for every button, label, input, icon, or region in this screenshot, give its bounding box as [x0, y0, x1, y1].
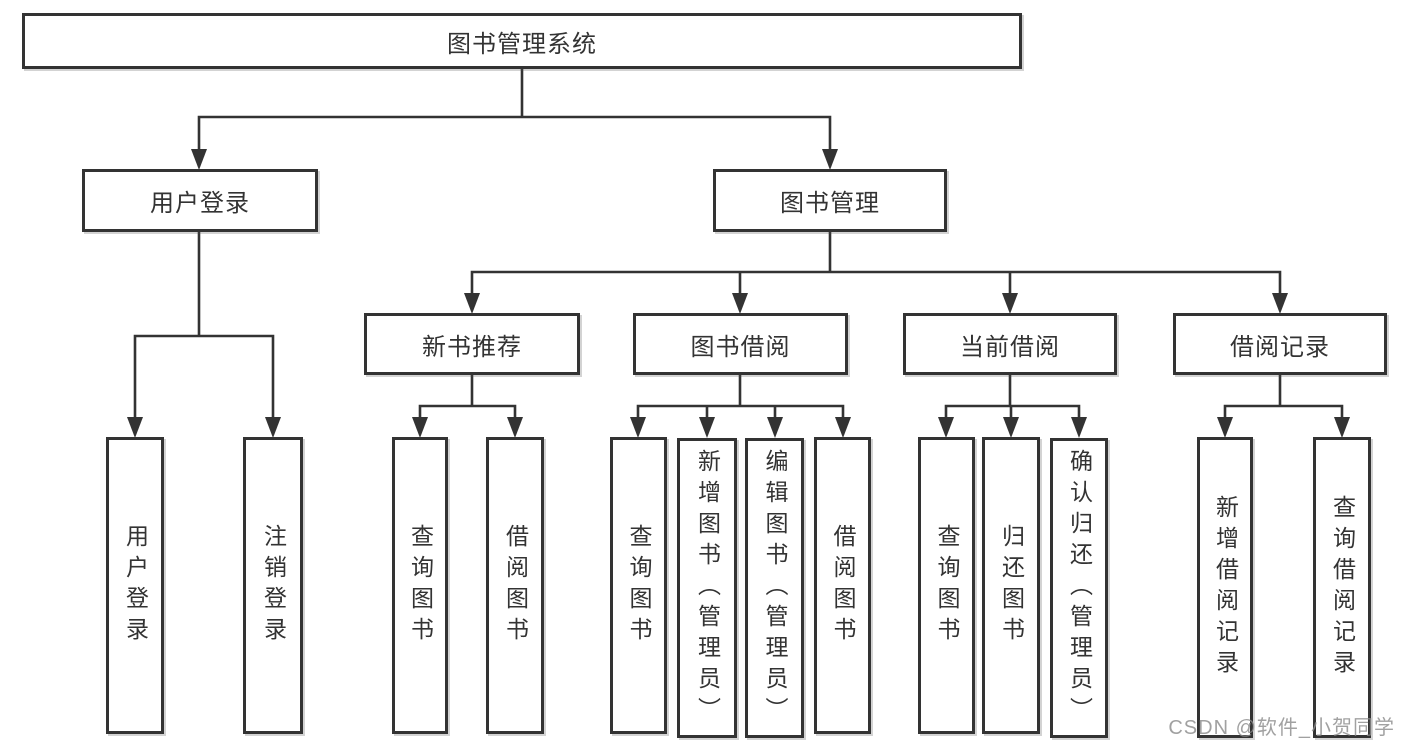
- node-label: 当前借阅: [960, 333, 1060, 361]
- node-label: 借阅记录: [1230, 333, 1330, 361]
- node-label: 新增借阅记录: [1212, 494, 1239, 681]
- leaf-query-books-borrow: 查询图书: [610, 437, 667, 734]
- connector-book-management-split: [470, 230, 1282, 298]
- leaf-borrow-books: 借阅图书: [814, 437, 871, 734]
- arrow-down-icon: [1003, 417, 1019, 438]
- node-label: 图书借阅: [690, 333, 791, 361]
- connector-user-login-split: [133, 230, 275, 421]
- node-label: 借阅图书: [830, 523, 856, 648]
- arrow-down-icon: [938, 417, 954, 438]
- arrow-down-icon: [699, 417, 715, 438]
- node-label: 新增图书（管理员）: [694, 448, 721, 728]
- node-label: 注销登录: [260, 523, 287, 648]
- node-label: 图书管理: [780, 190, 880, 217]
- connector-new-book-split: [418, 373, 517, 422]
- leaf-user-login: 用户登录: [106, 437, 164, 734]
- leaf-query-books-current: 查询图书: [918, 437, 975, 734]
- arrow-down-icon: [822, 149, 838, 170]
- arrow-down-icon: [835, 417, 851, 438]
- arrow-down-icon: [191, 149, 207, 170]
- arrow-down-icon: [1334, 417, 1350, 438]
- arrow-down-icon: [767, 417, 783, 438]
- node-label: 编辑图书（管理员）: [762, 448, 788, 728]
- node-label: 查询图书: [407, 523, 434, 648]
- node-current-borrow: 当前借阅: [903, 313, 1117, 375]
- csdn-watermark: CSDN @软件_小贺同学: [1168, 717, 1395, 739]
- arrow-down-icon: [265, 417, 281, 438]
- node-label: 新书推荐: [422, 333, 522, 361]
- connector-root-split: [197, 67, 832, 153]
- arrow-down-icon: [1002, 293, 1018, 314]
- arrow-down-icon: [1217, 417, 1233, 438]
- arrow-down-icon: [630, 417, 646, 438]
- node-label: 查询借阅记录: [1329, 494, 1356, 681]
- arrow-down-icon: [1272, 293, 1288, 314]
- arrow-down-icon: [732, 293, 748, 314]
- node-label: 用户登录: [150, 190, 250, 217]
- node-label: 归还图书: [998, 523, 1025, 648]
- node-root-system: 图书管理系统: [22, 13, 1022, 69]
- node-new-book-recommend: 新书推荐: [364, 313, 580, 375]
- arrow-down-icon: [127, 417, 143, 438]
- node-label: 借阅图书: [502, 523, 529, 648]
- leaf-logout: 注销登录: [243, 437, 303, 734]
- leaf-return-books: 归还图书: [982, 437, 1040, 734]
- leaf-borrow-books-recommend: 借阅图书: [486, 437, 544, 734]
- connector-book-borrow-split: [636, 373, 845, 422]
- arrow-down-icon: [1071, 417, 1087, 438]
- arrow-down-icon: [507, 417, 523, 438]
- connector-current-borrow-split: [944, 373, 1081, 422]
- node-label: 用户登录: [122, 523, 149, 648]
- node-label: 查询图书: [934, 523, 960, 648]
- node-label: 确认归还（管理员）: [1066, 448, 1093, 728]
- node-label: 图书管理系统: [447, 30, 597, 58]
- leaf-add-books-admin: 新增图书（管理员）: [677, 438, 737, 738]
- leaf-query-books-recommend: 查询图书: [392, 437, 448, 734]
- leaf-confirm-return-admin: 确认归还（管理员）: [1050, 438, 1108, 738]
- arrow-down-icon: [412, 417, 428, 438]
- node-book-borrow: 图书借阅: [633, 313, 848, 375]
- node-borrow-records: 借阅记录: [1173, 313, 1387, 375]
- leaf-add-borrow-record: 新增借阅记录: [1197, 437, 1253, 738]
- arrow-down-icon: [464, 293, 480, 314]
- arrowheads: [127, 149, 1350, 438]
- node-label: 查询图书: [626, 523, 652, 648]
- connector-borrow-record-split: [1223, 373, 1344, 422]
- leaf-query-borrow-record: 查询借阅记录: [1313, 437, 1371, 738]
- leaf-edit-books-admin: 编辑图书（管理员）: [745, 438, 804, 738]
- node-user-login: 用户登录: [82, 169, 318, 232]
- node-book-management: 图书管理: [713, 169, 947, 232]
